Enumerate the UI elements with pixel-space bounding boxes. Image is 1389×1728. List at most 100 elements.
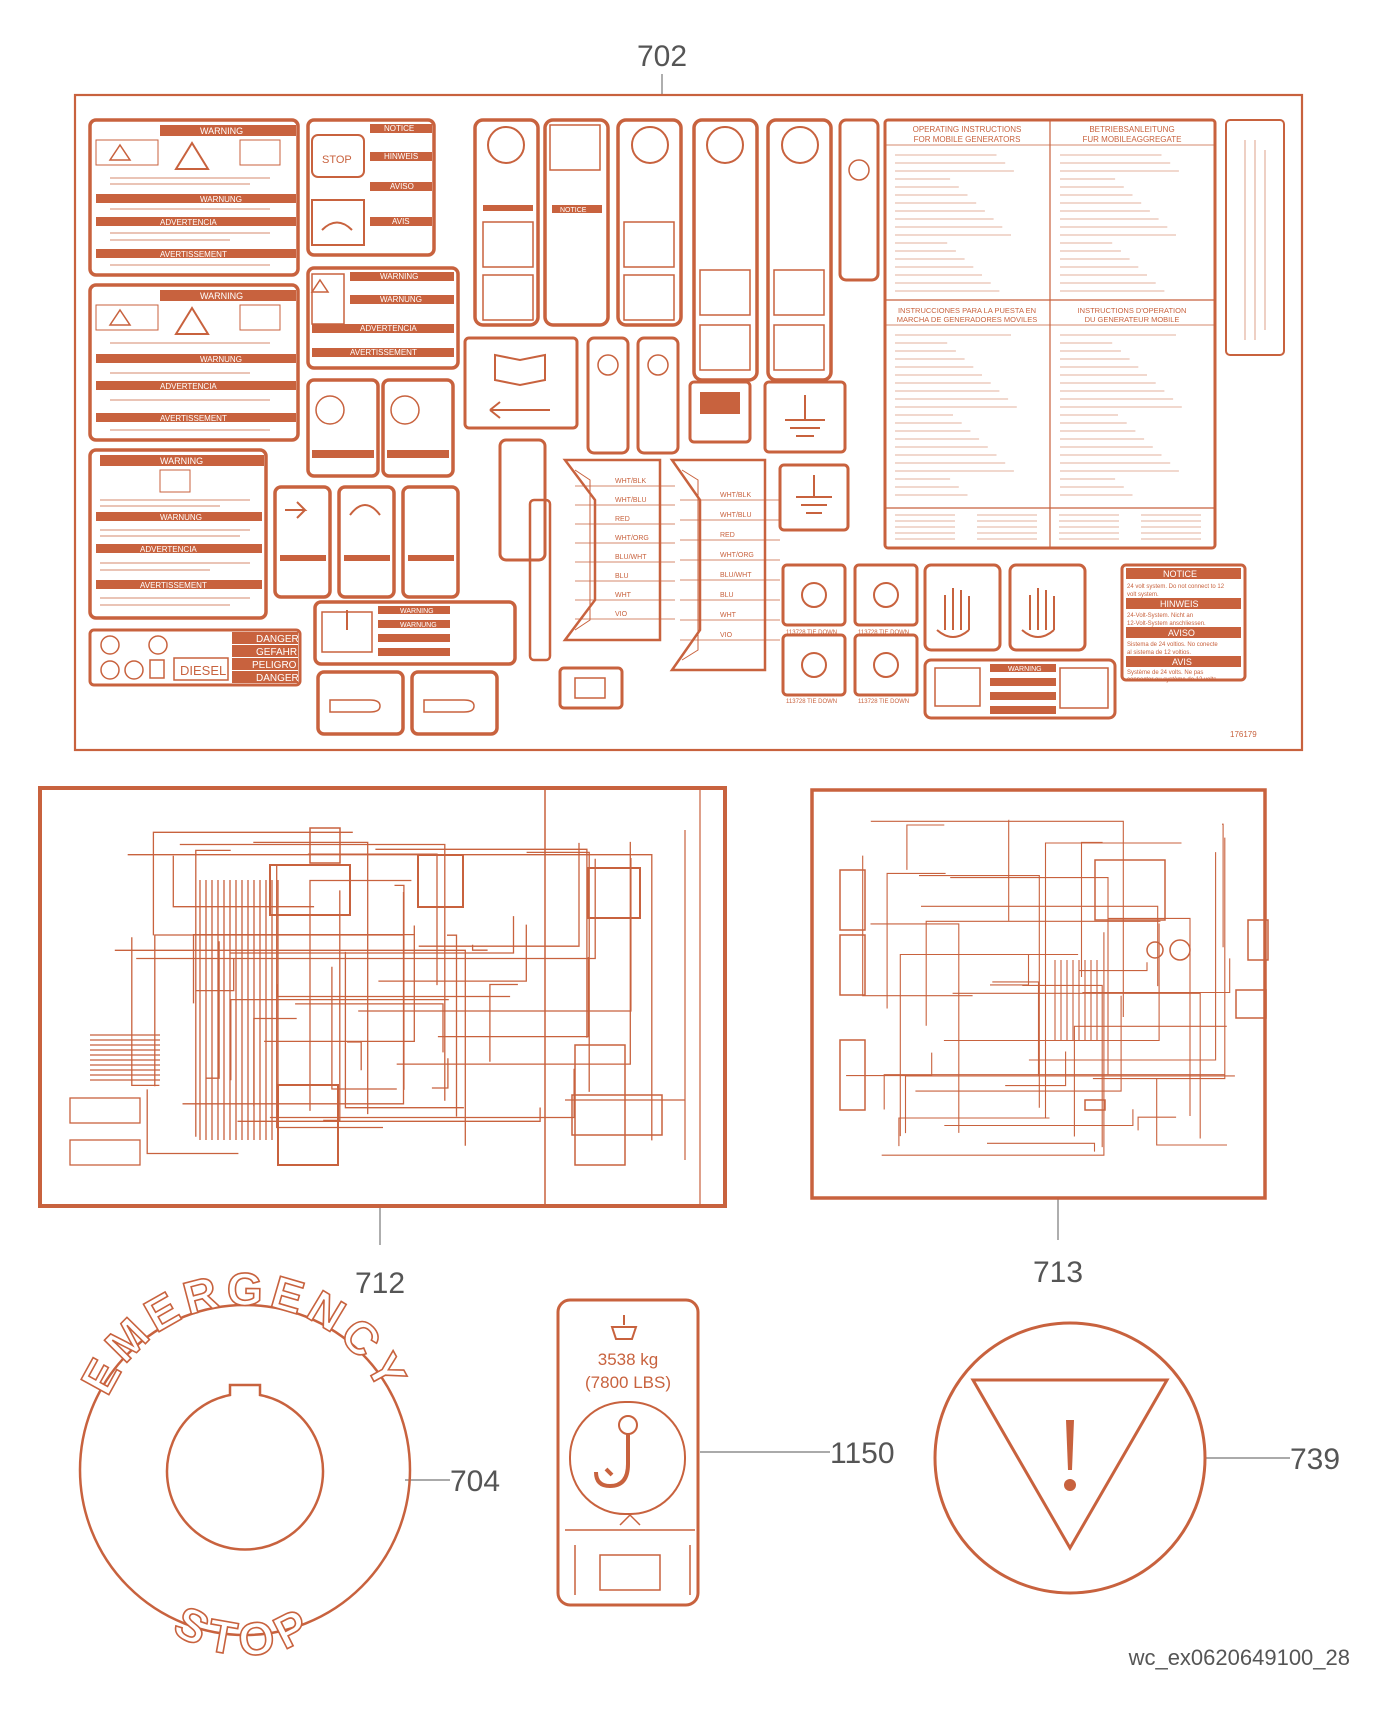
svg-text:OPERATING INSTRUCTIONS: OPERATING INSTRUCTIONS: [913, 125, 1022, 134]
wire-713: [1108, 918, 1190, 1116]
svg-text:AVERTISSEMENT: AVERTISSEMENT: [140, 581, 207, 590]
wire-712: [173, 856, 314, 907]
svg-text:WARNUNG: WARNUNG: [400, 622, 437, 629]
wire-713: [899, 1118, 1050, 1146]
wire-712: [238, 1108, 541, 1122]
wire-713: [944, 924, 1159, 1041]
svg-text:HINWEIS: HINWEIS: [1160, 599, 1199, 609]
wire-713: [992, 982, 1038, 1077]
manual-arrow-label: [465, 338, 577, 428]
wire-713: [1005, 1052, 1065, 1086]
svg-text:AVISO: AVISO: [1168, 628, 1195, 638]
svg-text:NOTICE: NOTICE: [384, 124, 414, 133]
wire-color-left-text: VIO: [615, 611, 628, 618]
svg-text:113728 TIE DOWN: 113728 TIE DOWN: [786, 630, 837, 636]
danger-diesel-label: DIESEL DANGER GEFAHR PELIGRO DANGER: [90, 630, 300, 685]
label-sheet-702: WARNING WARNUNG ADVERTENCIA AVERTISSEMEN…: [75, 95, 1302, 750]
wire-712: [196, 959, 234, 991]
wire-713: [1082, 842, 1103, 977]
wire-713: [987, 1143, 1095, 1151]
wire-color-left-text: WHT/ORG: [615, 535, 649, 542]
wire-713: [1222, 824, 1223, 947]
wire-712: [183, 892, 404, 1104]
stop-text: STOP: [166, 1595, 323, 1667]
wire-712: [395, 885, 404, 1090]
svg-text:739: 739: [1290, 1443, 1340, 1476]
wire-color-left-text: WHT/BLK: [615, 478, 646, 485]
svg-text:GEFAHR: GEFAHR: [256, 647, 297, 658]
wire-712: [196, 850, 231, 1136]
wire-713: [863, 856, 973, 996]
wire-712: [345, 952, 464, 1108]
wire-color-right-text: WHT/ORG: [720, 552, 754, 559]
svg-text:113728 TIE DOWN: 113728 TIE DOWN: [858, 630, 909, 636]
wire-713: [950, 878, 1108, 1075]
wire-713: [1022, 985, 1102, 1147]
warning-label-battery: WARNING WARNUNG: [315, 602, 515, 664]
svg-text:ADVERTENCIA: ADVERTENCIA: [160, 382, 217, 391]
svg-text:INSTRUCCIONES PARA LA PUESTA E: INSTRUCCIONES PARA LA PUESTA EN: [898, 306, 1036, 315]
wire-color-right-text: BLU/WHT: [720, 572, 752, 579]
svg-text:113728 TIE DOWN: 113728 TIE DOWN: [858, 699, 909, 705]
svg-text:WARNING: WARNING: [380, 272, 418, 281]
wiring-diagram-713: [812, 790, 1268, 1198]
svg-text:WARNING: WARNING: [400, 608, 434, 615]
wire-713: [906, 1076, 1235, 1133]
svg-text:FUR MOBILEAGGREGATE: FUR MOBILEAGGREGATE: [1083, 135, 1182, 144]
svg-text:WARNING: WARNING: [160, 456, 203, 466]
wire-713: [1157, 1079, 1227, 1145]
wire-712: [277, 984, 510, 996]
svg-text:al sistema de 12 voltios.: al sistema de 12 voltios.: [1127, 650, 1191, 656]
svg-text:Sistema de 24 voltios. No cone: Sistema de 24 voltios. No conecte: [1127, 642, 1218, 648]
operating-instructions-panel: OPERATING INSTRUCTIONS FOR MOBILE GENERA…: [885, 120, 1215, 548]
wire-color-right-text: WHT/BLU: [720, 512, 752, 519]
wire-712: [447, 935, 457, 1116]
wire-712: [432, 1058, 448, 1088]
wire-color-left-text: WHT: [615, 592, 632, 599]
svg-text:DANGER: DANGER: [256, 673, 299, 684]
svg-text:24 volt system. Do not connec: 24 volt system. Do not connect to 12: [1127, 584, 1225, 590]
svg-text:volt system.: volt system.: [1127, 592, 1159, 598]
svg-text:FOR MOBILE GENERATORS: FOR MOBILE GENERATORS: [914, 135, 1021, 144]
callout-713: 713: [1033, 1198, 1083, 1289]
svg-text:AVERTISSEMENT: AVERTISSEMENT: [160, 414, 227, 423]
svg-text:STOP: STOP: [322, 154, 352, 166]
svg-text:MARCHA DE GENERADORES MOVILES: MARCHA DE GENERADORES MOVILES: [897, 315, 1037, 324]
svg-text:WARNING: WARNING: [200, 291, 243, 301]
svg-text:DANGER: DANGER: [256, 634, 299, 645]
connector-712: [70, 1098, 140, 1123]
wire-713: [884, 1075, 1225, 1110]
wire-712: [115, 950, 466, 1145]
connector-712: [70, 1140, 140, 1165]
sheet-number: 176179: [1230, 730, 1257, 739]
svg-text:ADVERTENCIA: ADVERTENCIA: [160, 218, 217, 227]
svg-text:Système de 24 volts. Ne pas: Système de 24 volts. Ne pas: [1127, 670, 1203, 676]
svg-text:WARNING: WARNING: [1008, 666, 1042, 673]
wire-color-left-text: WHT/BLU: [615, 497, 647, 504]
wire-713: [926, 921, 1160, 1026]
wire-712: [147, 1089, 238, 1153]
svg-text:WARNUNG: WARNUNG: [380, 295, 422, 304]
svg-text:AVIS: AVIS: [392, 217, 410, 226]
warning-label-small: WARNING WARNUNG ADVERTENCIA AVERTISSEMEN…: [308, 268, 458, 368]
svg-text:ADVERTENCIA: ADVERTENCIA: [360, 324, 417, 333]
svg-text:AVISO: AVISO: [390, 182, 414, 191]
wire-713: [846, 1053, 932, 1076]
wire-713: [1082, 958, 1229, 992]
svg-text:AVERTISSEMENT: AVERTISSEMENT: [160, 250, 227, 259]
wire-color-left-text: RED: [615, 516, 630, 523]
svg-text:DIESEL: DIESEL: [180, 663, 226, 678]
svg-text:NOTICE: NOTICE: [560, 207, 587, 214]
wire-color-right-text: BLU: [720, 592, 734, 599]
svg-text:713: 713: [1033, 1256, 1083, 1289]
wire-713: [990, 954, 1029, 985]
wire-color-right-text: WHT: [720, 612, 737, 619]
wire-713: [944, 1109, 1133, 1125]
svg-text:connecter au système de 12 vol: connecter au système de 12 volts.: [1127, 677, 1218, 683]
svg-text:1150: 1150: [830, 1437, 895, 1470]
svg-text:INSTRUCTIONS D'OPERATION: INSTRUCTIONS D'OPERATION: [1078, 306, 1187, 315]
svg-text:12-Volt-System anschliessen.: 12-Volt-System anschliessen.: [1127, 621, 1206, 627]
